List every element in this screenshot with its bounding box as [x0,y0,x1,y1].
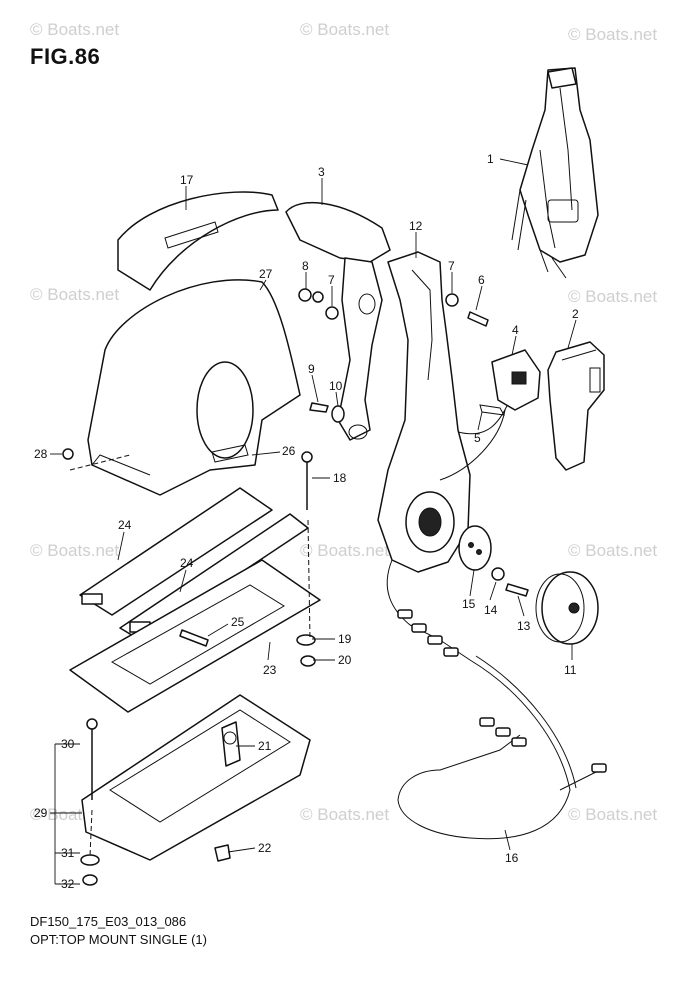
callout-10: 10 [329,379,343,393]
callout-19: 19 [338,632,352,646]
callout-31: 31 [61,846,75,860]
watermark: © Boats.net [568,25,657,44]
callout-6: 6 [478,273,485,287]
callout-15: 15 [462,597,476,611]
watermark: © Boats.net [300,541,389,560]
part-main-cover [87,279,301,496]
callout-21: 21 [258,739,272,753]
callout-14: 14 [484,603,498,617]
watermark: © Boats.net [300,805,389,824]
watermark: © Boats.net [568,287,657,306]
part-control-box [511,67,599,279]
part-wiring-harness [386,559,607,840]
callout-7: 7 [448,259,455,273]
callout-20: 20 [338,653,352,667]
callout-16: 16 [505,851,519,865]
callout-24: 24 [118,518,132,532]
callout-11: 11 [564,663,577,677]
watermark: © Boats.net [30,20,119,39]
leader-lines [50,158,577,885]
part-hardware-lower [62,448,316,886]
part-control-body [377,251,511,573]
callout-17: 17 [180,173,194,187]
figure-caption: OPT:TOP MOUNT SINGLE (1) [30,932,207,947]
figure-title: FIG.86 [30,44,101,69]
callout-28: 28 [34,447,48,461]
callout-29: 29 [34,806,48,820]
part-handle-cover [547,341,605,471]
callout-3: 3 [318,165,325,179]
part-control-lever [285,201,391,441]
part-plate-screws [458,525,529,597]
part-cover-disc [535,571,599,645]
watermarks: © Boats.net © Boats.net © Boats.net © Bo… [30,20,657,824]
watermark: © Boats.net [30,285,119,304]
callout-22: 22 [258,841,272,855]
callout-27: 27 [259,267,273,281]
part-base-housing [81,694,311,861]
callout-1: 1 [487,152,494,166]
callout-12: 12 [409,219,423,233]
callout-30: 30 [61,737,75,751]
callout-13: 13 [517,619,531,633]
callout-32: 32 [61,877,75,891]
part-switch [439,349,541,481]
watermark: © Boats.net [568,805,657,824]
callout-24: 24 [180,556,194,570]
callout-18: 18 [333,471,347,485]
watermark: © Boats.net [300,20,389,39]
callout-4: 4 [512,323,519,337]
callout-7: 7 [328,273,335,287]
callout-2: 2 [572,307,579,321]
watermark: © Boats.net [30,541,119,560]
callout-labels: 1 2 3 4 5 6 7 7 8 9 10 11 12 13 14 15 16… [34,152,579,891]
callout-23: 23 [263,663,277,677]
callout-26: 26 [282,444,296,458]
callout-25: 25 [231,615,245,629]
drawing-code: DF150_175_E03_013_086 [30,914,187,929]
part-brackets [79,487,309,641]
alignment-lines [69,454,311,857]
callout-9: 9 [308,362,315,376]
callout-8: 8 [302,259,309,273]
callout-5: 5 [474,431,481,445]
part-hardware-upper [298,288,489,423]
watermark: © Boats.net [568,541,657,560]
part-top-cap [117,191,279,291]
